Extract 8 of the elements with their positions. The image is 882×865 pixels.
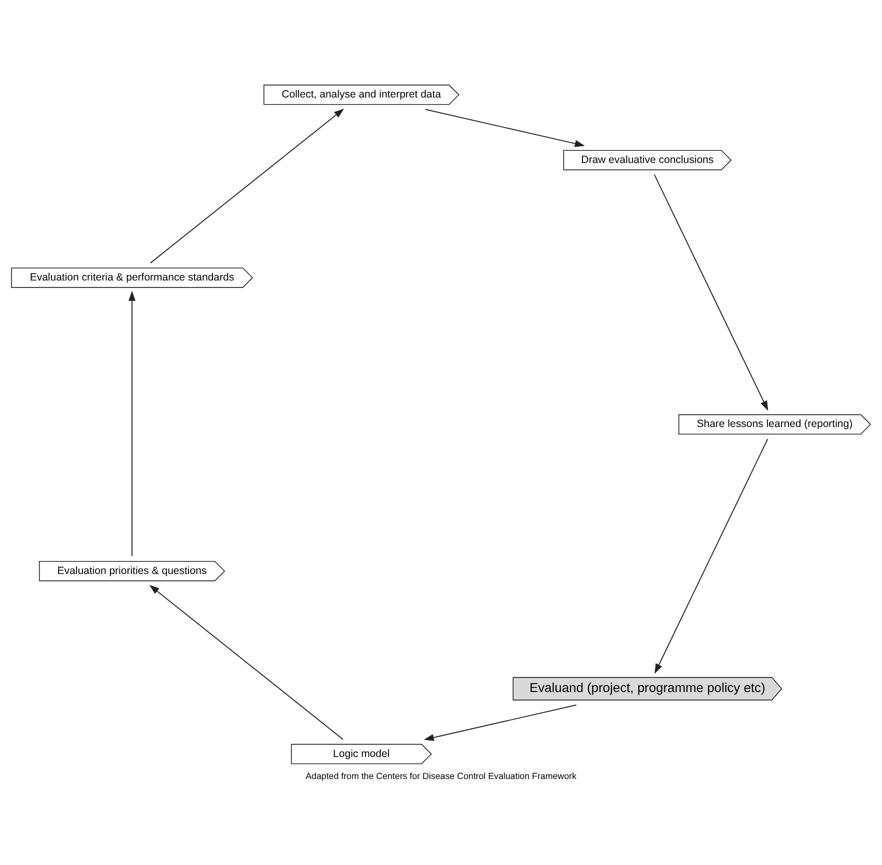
arrow bbox=[654, 174, 768, 411]
arrow bbox=[654, 438, 768, 674]
caption: Adapted from the Centers for Disease Control Evaluation Framework bbox=[306, 770, 576, 781]
arrow bbox=[424, 704, 577, 741]
arrow bbox=[150, 108, 344, 264]
arrow bbox=[424, 108, 585, 148]
arrow bbox=[128, 290, 136, 557]
arrow bbox=[149, 584, 344, 740]
